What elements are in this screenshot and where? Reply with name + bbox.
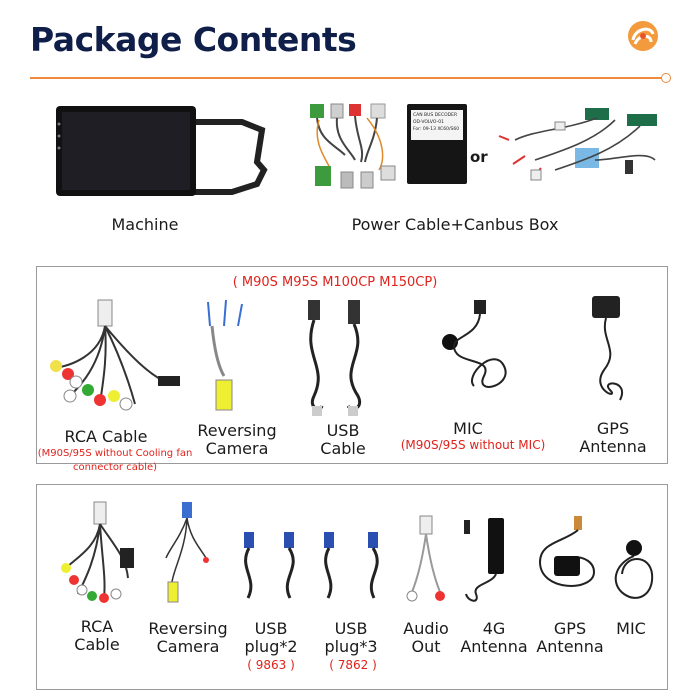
4g-antenna-image	[464, 518, 504, 602]
audio-out-image	[406, 515, 445, 602]
canbus-line1: CAN BUS DECODER	[413, 113, 458, 118]
gps-antenna-image	[592, 296, 623, 401]
usb-plug-2-note: ( 9863 )	[247, 658, 295, 672]
power-cable-image	[310, 103, 396, 189]
rca-cable-2-image	[61, 501, 134, 603]
rca-cable-2-label: RCA Cable	[74, 617, 120, 654]
usb-plug-3-note: ( 7862 )	[329, 658, 377, 672]
usb-plug-2-label: USB plug*2	[244, 619, 298, 656]
rca-cable-image	[50, 299, 180, 411]
gps-antenna-label: GPS Antenna	[579, 419, 647, 456]
machine-label: Machine	[111, 215, 179, 234]
canbus-line3: For: 09-13 XC60/S60	[413, 127, 460, 132]
mic-label: MIC	[453, 419, 483, 438]
mic-note: (M90S/95S without MIC)	[400, 438, 546, 452]
rca-cable-note: (M90S/95S without Cooling fan connector …	[37, 448, 193, 473]
gps-antenna-2-image	[538, 516, 596, 587]
reversing-camera-image	[207, 299, 243, 411]
mic-image	[442, 300, 507, 388]
usb-plug-2-image	[244, 532, 295, 599]
mic-2-label: MIC	[616, 619, 646, 638]
canbus-line2: OD-VOLVO-01	[413, 120, 444, 125]
gps-antenna-2-label: GPS Antenna	[536, 619, 604, 656]
rca-cable-label: RCA Cable	[64, 427, 148, 446]
audio-out-label: Audio Out	[403, 619, 449, 656]
reversing-camera-2-label: Reversing Camera	[148, 619, 228, 656]
usb-cable-image	[308, 300, 362, 416]
power-cable-label: Power Cable+Canbus Box	[351, 215, 559, 234]
usb-plug-3-image	[324, 532, 379, 599]
page-title: Package Contents	[30, 20, 357, 59]
usb-plug-3-label: USB plug*3	[324, 619, 378, 656]
orange-swirl-logo-icon	[628, 21, 658, 51]
canbus-box: CAN BUS DECODER OD-VOLVO-01 For: 09-13 X…	[407, 104, 467, 184]
usb-cable-label: USB Cable	[320, 421, 366, 458]
reversing-camera-label: Reversing Camera	[197, 421, 277, 458]
accessories-box-1	[36, 266, 668, 464]
models-note: ( M90S M95S M100CP M150CP)	[232, 275, 438, 290]
or-text: or	[470, 148, 488, 166]
header-divider	[30, 77, 662, 79]
machine-image	[56, 106, 268, 196]
4g-antenna-label: 4G Antenna	[460, 619, 528, 656]
divider-end-dot	[661, 73, 671, 83]
mic-2-image	[614, 540, 654, 599]
accessories-box-2	[36, 484, 668, 690]
reversing-camera-2-image	[165, 502, 209, 603]
alt-harness-image	[498, 108, 657, 181]
